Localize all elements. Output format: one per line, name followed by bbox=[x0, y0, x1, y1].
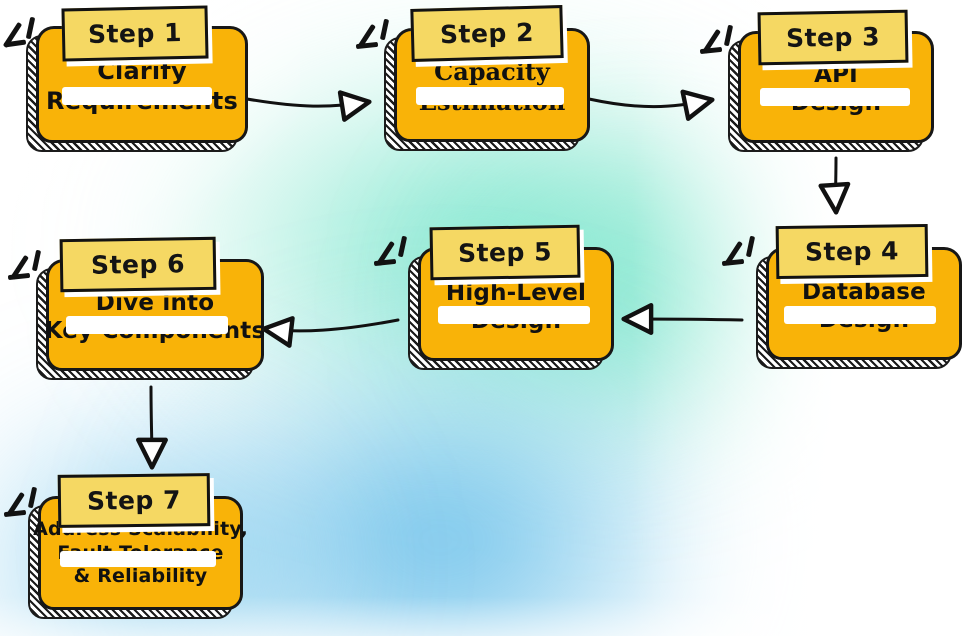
tag-step5[interactable]: Step 5 bbox=[429, 224, 581, 281]
tag-step7[interactable]: Step 7 bbox=[57, 473, 211, 528]
sparkle-icon bbox=[699, 20, 748, 68]
node-paper-sliver bbox=[66, 316, 228, 334]
node-paper-sliver bbox=[760, 88, 910, 106]
node-line: Database bbox=[801, 278, 926, 305]
sparkle-icon bbox=[7, 246, 56, 294]
node-line: API bbox=[814, 61, 858, 88]
tag-step3[interactable]: Step 3 bbox=[757, 9, 909, 66]
node-paper-sliver bbox=[62, 87, 212, 105]
sparkle-icon bbox=[373, 232, 422, 280]
node-paper-sliver bbox=[438, 306, 590, 324]
node-step7[interactable]: Address Scalability, Fault Tolerance & R… bbox=[3, 473, 248, 619]
node-step5[interactable]: High-Level Design Step 5 bbox=[373, 224, 614, 370]
sparkle-icon bbox=[721, 232, 770, 280]
node-line: High-Level bbox=[445, 279, 587, 306]
node-paper-sliver bbox=[60, 551, 216, 567]
sparkle-icon bbox=[355, 15, 404, 63]
node-step3[interactable]: API Design Step 3 bbox=[699, 9, 934, 152]
node-step6[interactable]: Dive into Key Components Step 6 bbox=[7, 236, 265, 380]
tag-step6[interactable]: Step 6 bbox=[59, 236, 217, 293]
node-paper-sliver bbox=[784, 306, 936, 324]
node-line: Clarify bbox=[97, 57, 187, 86]
node-step2[interactable]: Capacity Estimation Step 2 bbox=[355, 5, 590, 151]
tag-step4[interactable]: Step 4 bbox=[775, 223, 929, 280]
node-line: Capacity bbox=[434, 57, 550, 87]
node-line: Dive into bbox=[95, 289, 215, 316]
sparkle-icon bbox=[3, 483, 52, 531]
node-line: & Reliability bbox=[73, 564, 208, 587]
node-step4[interactable]: Database Design Step 4 bbox=[721, 223, 962, 369]
tag-step2[interactable]: Step 2 bbox=[410, 5, 564, 62]
sparkle-icon bbox=[2, 13, 50, 61]
node-step1[interactable]: Clarify Requirements Step 1 bbox=[2, 5, 248, 152]
tag-step1[interactable]: Step 1 bbox=[61, 5, 209, 62]
node-paper-sliver bbox=[416, 87, 564, 105]
